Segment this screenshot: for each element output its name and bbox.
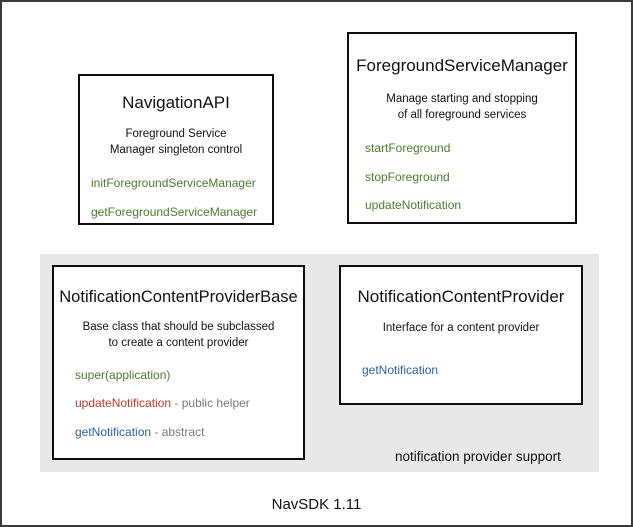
member-list-notification-content-provider-base: super(application) updateNotification - … xyxy=(54,368,303,439)
member-get-foreground-service-manager[interactable]: getForegroundServiceManager xyxy=(91,205,272,219)
card-title-navigation-api: NavigationAPI xyxy=(122,93,230,112)
card-description-notification-content-provider: Interface for a content provider xyxy=(382,321,540,334)
member-list-notification-content-provider: getNotification xyxy=(341,363,581,377)
card-description-foreground-service-manager: Manage starting and stopping of all fore… xyxy=(386,92,538,121)
member-name: getForegroundServiceManager xyxy=(91,204,258,219)
member-name: updateNotification xyxy=(365,198,462,213)
member-note: - public helper xyxy=(171,396,250,411)
member-name: getNotification xyxy=(75,424,152,439)
card-navigation-api[interactable]: NavigationAPI Foreground Service Manager… xyxy=(78,74,274,225)
card-foreground-service-manager[interactable]: ForegroundServiceManager Manage starting… xyxy=(347,32,577,224)
card-description-navigation-api: Foreground Service Manager singleton con… xyxy=(109,127,243,156)
member-list-foreground-service-manager: startForeground stopForeground updateNot… xyxy=(349,141,575,212)
member-name: initForegroundServiceManager xyxy=(91,176,256,191)
member-name: startForeground xyxy=(365,141,451,156)
panel-label-notification-provider-support: notification provider support xyxy=(395,449,561,464)
member-super-application[interactable]: super(application) xyxy=(75,368,303,382)
card-notification-content-provider-base[interactable]: NotificationContentProviderBase Base cla… xyxy=(52,265,305,460)
member-note: - abstract xyxy=(151,424,205,439)
card-description-notification-content-provider-base: Base class that should be subclassed to … xyxy=(82,321,275,349)
card-title-notification-content-provider-base: NotificationContentProviderBase xyxy=(59,288,298,306)
footer-title: NavSDK 1.11 xyxy=(271,496,362,513)
member-start-foreground[interactable]: startForeground xyxy=(365,141,575,155)
member-get-notification[interactable]: getNotification xyxy=(362,363,581,377)
member-list-navigation-api: initForegroundServiceManager getForegrou… xyxy=(80,176,272,219)
card-title-foreground-service-manager: ForegroundServiceManager xyxy=(356,56,568,75)
member-name: updateNotification xyxy=(75,396,172,411)
member-init-foreground-service-manager[interactable]: initForegroundServiceManager xyxy=(91,176,272,190)
member-name: stopForeground xyxy=(365,169,450,184)
member-get-notification-abstract[interactable]: getNotification - abstract xyxy=(75,425,303,439)
card-notification-content-provider[interactable]: NotificationContentProvider Interface fo… xyxy=(339,265,583,405)
card-title-notification-content-provider: NotificationContentProvider xyxy=(357,287,565,306)
member-name: getNotification xyxy=(362,362,439,377)
member-update-notification[interactable]: updateNotification xyxy=(365,198,575,212)
member-update-notification-helper[interactable]: updateNotification - public helper xyxy=(75,396,303,410)
member-name: super(application) xyxy=(75,367,171,382)
member-stop-foreground[interactable]: stopForeground xyxy=(365,170,575,184)
